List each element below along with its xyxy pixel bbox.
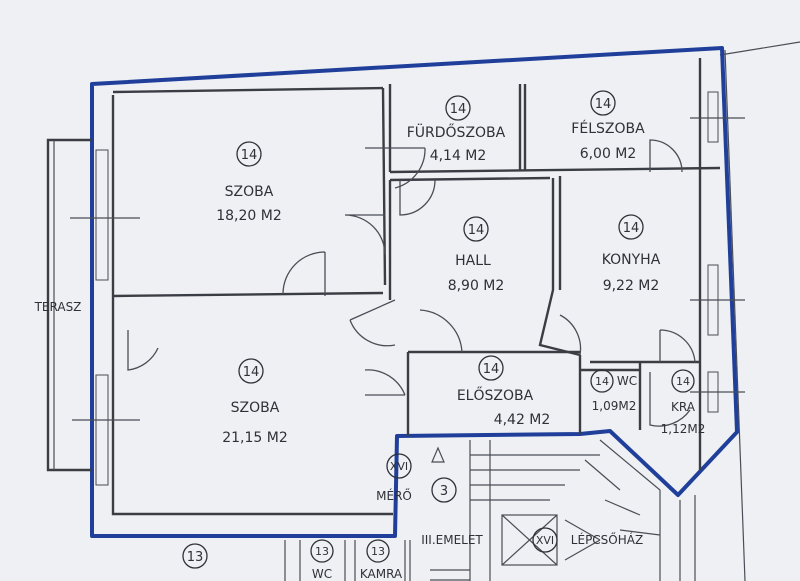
interior-walls bbox=[111, 58, 721, 516]
room-number: 14 bbox=[243, 365, 260, 380]
room-name: KAMRA bbox=[360, 567, 403, 581]
room-name: KRA bbox=[671, 400, 696, 414]
meter-triangle-icon bbox=[431, 446, 445, 463]
outer-edge-line bbox=[719, 41, 800, 56]
lower-wc-room: 13 WC bbox=[310, 539, 334, 581]
room-name: SZOBA bbox=[231, 400, 280, 416]
xvi-left-label: XVI bbox=[390, 460, 408, 473]
lower-partitions bbox=[284, 540, 411, 581]
lower-left-room: 13 bbox=[182, 543, 208, 569]
room-area: 8,90 M2 bbox=[448, 278, 505, 294]
room-wc: 14 WC 1,09M2 bbox=[590, 369, 637, 413]
room-number: 14 bbox=[483, 362, 500, 377]
room-szoba-2: 14 SZOBA 21,15 M2 bbox=[222, 358, 288, 446]
apartment-outline bbox=[90, 46, 739, 538]
room-name: WC bbox=[312, 567, 332, 581]
room-konyha: 14 KONYHA 9,22 M2 bbox=[602, 214, 661, 294]
doors bbox=[127, 139, 696, 427]
room-number: 14 bbox=[241, 148, 258, 163]
room-furdoszoba: 14 FÜRDŐSZOBA 4,14 M2 bbox=[407, 95, 506, 164]
room-number: 13 bbox=[187, 550, 204, 565]
room-number: 14 bbox=[468, 223, 485, 238]
xvi-stair-label: XVI bbox=[536, 534, 554, 547]
stair-xvi: XVI bbox=[532, 527, 558, 553]
room-area: 6,00 M2 bbox=[580, 146, 637, 162]
room-area: 1,09M2 bbox=[592, 399, 637, 413]
terasz-label: TERASZ bbox=[34, 300, 82, 314]
room-name: ELŐSZOBA bbox=[457, 386, 534, 404]
room-number: 14 bbox=[595, 375, 609, 388]
room-name: WC bbox=[617, 374, 637, 388]
room-szoba-1: 14 SZOBA 18,20 M2 bbox=[216, 141, 282, 224]
outer-edge-line-right bbox=[724, 49, 746, 581]
room-name: SZOBA bbox=[225, 184, 274, 200]
room-number: 14 bbox=[450, 102, 467, 117]
stairwell bbox=[430, 439, 696, 581]
room-kra: 14 KRA 1,12M2 bbox=[661, 369, 706, 436]
room-number: 13 bbox=[371, 545, 385, 558]
room-number: 14 bbox=[676, 375, 690, 388]
room-area: 21,15 M2 bbox=[222, 430, 288, 446]
room-hall: 14 HALL 8,90 M2 bbox=[448, 216, 505, 294]
room-number: 14 bbox=[623, 221, 640, 236]
room-area: 4,14 M2 bbox=[430, 148, 487, 164]
lower-kamra-room: 13 KAMRA bbox=[360, 539, 403, 581]
windows bbox=[70, 91, 745, 486]
room-name: KONYHA bbox=[602, 252, 661, 268]
room-name: HALL bbox=[455, 253, 491, 269]
room-number: 13 bbox=[315, 545, 329, 558]
room-felszoba: 14 FÉLSZOBA 6,00 M2 bbox=[571, 90, 645, 162]
room-number: 14 bbox=[595, 97, 612, 112]
room-area: 1,12M2 bbox=[661, 422, 706, 436]
room-eloszoba: 14 ELŐSZOBA 4,42 M2 bbox=[457, 355, 551, 428]
lepcsohaz-label: LÉPCSŐHÁZ bbox=[571, 532, 643, 547]
emelet-label: III.EMELET bbox=[421, 533, 483, 547]
room-area: 9,22 M2 bbox=[603, 278, 660, 294]
room-area: 18,20 M2 bbox=[216, 208, 282, 224]
terrace-outline bbox=[46, 138, 92, 472]
room-area: 4,42 M2 bbox=[494, 412, 551, 428]
room-name: FÉLSZOBA bbox=[571, 120, 645, 137]
meter-area: XVI MÉRŐ 3 bbox=[376, 453, 457, 503]
mero-label: MÉRŐ bbox=[376, 488, 412, 503]
stair-number: 3 bbox=[440, 484, 448, 499]
room-name: FÜRDŐSZOBA bbox=[407, 123, 506, 141]
